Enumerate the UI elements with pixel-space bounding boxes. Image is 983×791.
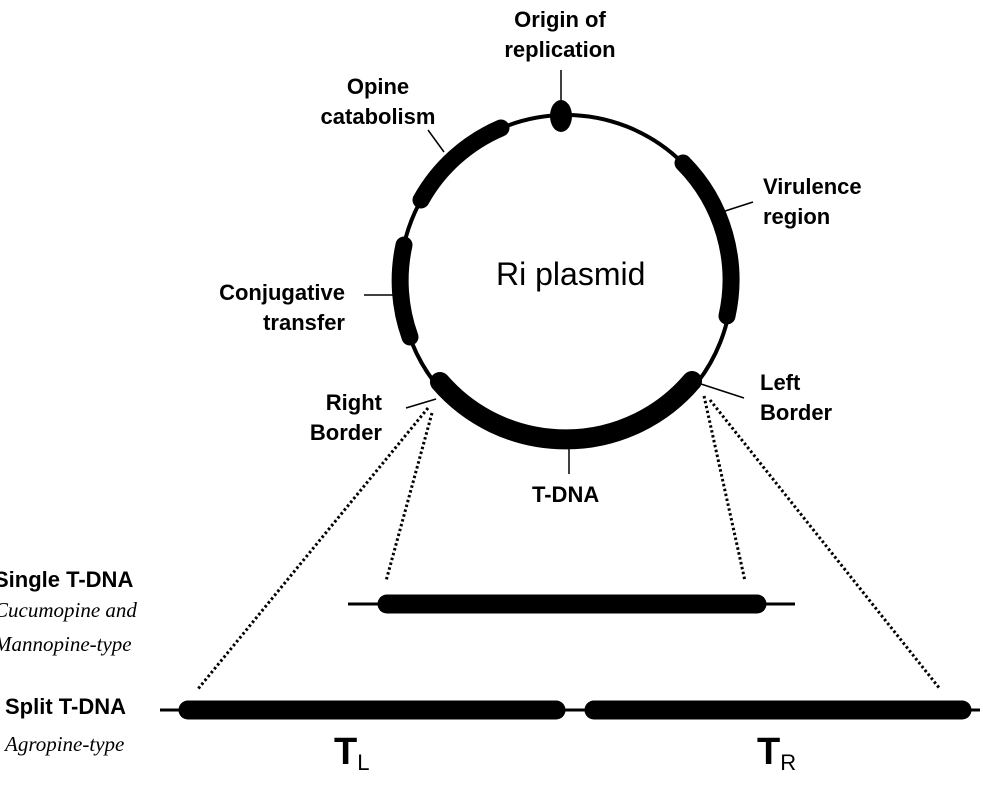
single-tdna-type-line1: Cucumopine and bbox=[0, 598, 137, 622]
conjugative-label-line1: Conjugative bbox=[219, 280, 345, 305]
virulence-label-line2: region bbox=[763, 204, 831, 229]
origin-label-line2: replication bbox=[504, 37, 616, 62]
single-tdna-title: Single T-DNA bbox=[0, 567, 134, 592]
opine-label-line1: Opine bbox=[346, 74, 410, 99]
projection-single-right bbox=[702, 395, 747, 582]
projection-split-right bbox=[708, 399, 942, 690]
virulence-region-segment bbox=[674, 154, 740, 325]
tr-sub: R bbox=[780, 750, 797, 775]
t-dna-label: T-DNA bbox=[532, 482, 600, 507]
tl-label: TL bbox=[334, 731, 369, 776]
right-border-label: Right Border bbox=[270, 388, 382, 448]
origin-label-line1: Origin of bbox=[514, 7, 606, 32]
left-border-label: Left Border bbox=[760, 368, 832, 428]
left-border-label-line1: Left bbox=[760, 370, 801, 395]
left-border-leader bbox=[700, 383, 745, 399]
projection-single-left bbox=[384, 412, 434, 582]
opine-leader bbox=[427, 129, 445, 153]
tr-label: TR bbox=[757, 731, 796, 776]
virulence-leader bbox=[721, 201, 754, 213]
opine-catabolism-region bbox=[412, 119, 510, 209]
conjugative-transfer-region bbox=[391, 236, 419, 346]
split-tdna-title: Split T-DNA bbox=[5, 694, 126, 719]
t-dna-region bbox=[430, 371, 702, 450]
plasmid-title: Ri plasmid bbox=[496, 256, 646, 292]
single-tdna-type-line2: Mannopine-type bbox=[0, 632, 132, 656]
tl-sub: L bbox=[357, 750, 370, 775]
tl-main: T bbox=[334, 731, 358, 773]
right-border-label-line1: Right bbox=[325, 390, 382, 415]
conjugative-label-line2: transfer bbox=[263, 310, 345, 335]
virulence-label-line1: Virulence bbox=[763, 174, 862, 199]
opine-label: Opine catabolism bbox=[318, 72, 438, 132]
origin-label: Origin of replication bbox=[480, 5, 640, 65]
split-tdna-type: Agropine-type bbox=[5, 732, 125, 756]
virulence-label: Virulence region bbox=[763, 172, 862, 232]
left-border-label-line2: Border bbox=[760, 400, 833, 425]
right-border-leader bbox=[405, 398, 437, 409]
origin-of-replication-marker bbox=[550, 100, 572, 132]
tr-main: T bbox=[757, 731, 781, 773]
projection-split-left bbox=[196, 407, 430, 690]
right-border-label-line2: Border bbox=[309, 420, 382, 445]
opine-label-line2: catabolism bbox=[320, 104, 436, 129]
conjugative-label: Conjugative transfer bbox=[180, 278, 345, 338]
